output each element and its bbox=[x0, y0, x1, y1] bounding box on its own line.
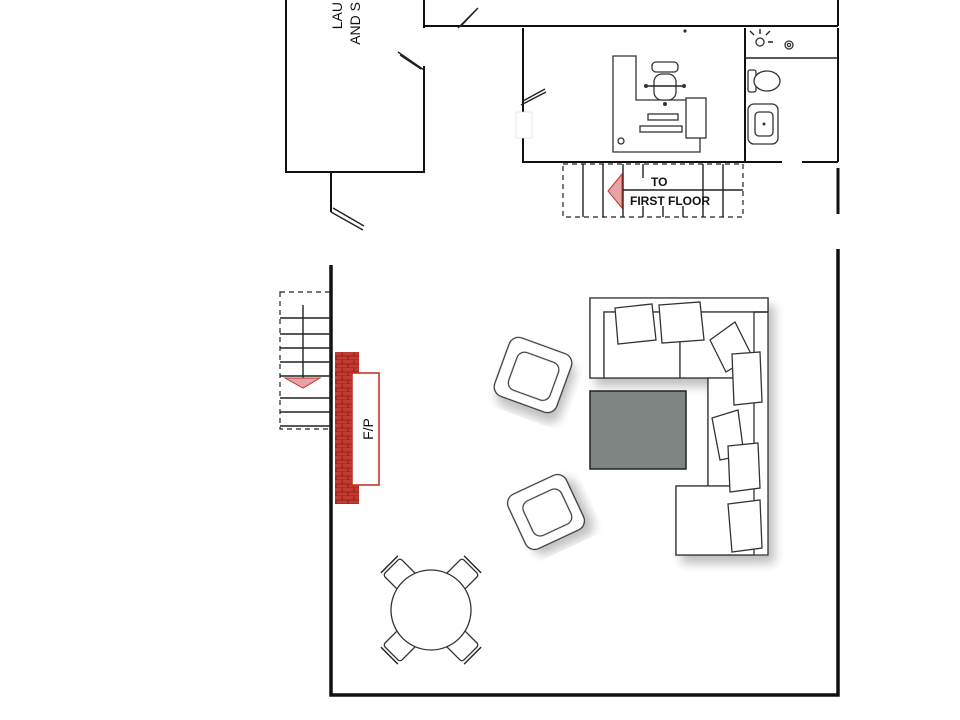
bathroom bbox=[745, 28, 839, 166]
office-chair bbox=[644, 61, 686, 106]
laundry-label-line2: AND S bbox=[347, 2, 363, 45]
laundry-label-line1: LAU bbox=[329, 2, 345, 29]
dining-table bbox=[390, 569, 472, 651]
cushion bbox=[614, 303, 657, 345]
living-room bbox=[329, 249, 840, 697]
armchair-top bbox=[493, 336, 573, 414]
armchair-bottom bbox=[506, 473, 586, 551]
hall-door bbox=[330, 211, 364, 231]
office-door bbox=[520, 91, 547, 106]
cushion bbox=[727, 499, 763, 553]
sink bbox=[747, 103, 779, 145]
shower-fixture bbox=[749, 29, 794, 50]
fireplace-box bbox=[351, 372, 380, 486]
stairs-label-line1: TO bbox=[651, 175, 667, 189]
coffee-table bbox=[589, 390, 687, 470]
fireplace: F/P bbox=[335, 352, 380, 504]
stairs-label-line2: FIRST FLOOR bbox=[630, 194, 710, 208]
desk-item bbox=[617, 137, 625, 145]
stairs-left-arrow-icon bbox=[283, 377, 322, 389]
laundry-room: LAU AND S bbox=[285, 0, 425, 173]
cushion bbox=[731, 351, 763, 406]
monitor bbox=[639, 125, 683, 133]
sofa-cushions bbox=[614, 301, 763, 553]
toilet bbox=[747, 69, 781, 93]
side-cabinet bbox=[685, 97, 707, 139]
office-room bbox=[515, 28, 838, 163]
cushion bbox=[658, 301, 705, 344]
stairs-down-left[interactable] bbox=[279, 291, 331, 430]
laundry-door bbox=[397, 51, 425, 71]
stairs-arrow-icon bbox=[607, 172, 623, 210]
cushion bbox=[727, 442, 761, 493]
dining-set bbox=[380, 555, 482, 665]
keyboard bbox=[647, 113, 679, 121]
fireplace-label: F/P bbox=[360, 418, 376, 440]
stairs-down-to-first-floor[interactable]: TO FIRST FLOOR bbox=[562, 163, 744, 218]
upper-walls bbox=[330, 0, 839, 231]
